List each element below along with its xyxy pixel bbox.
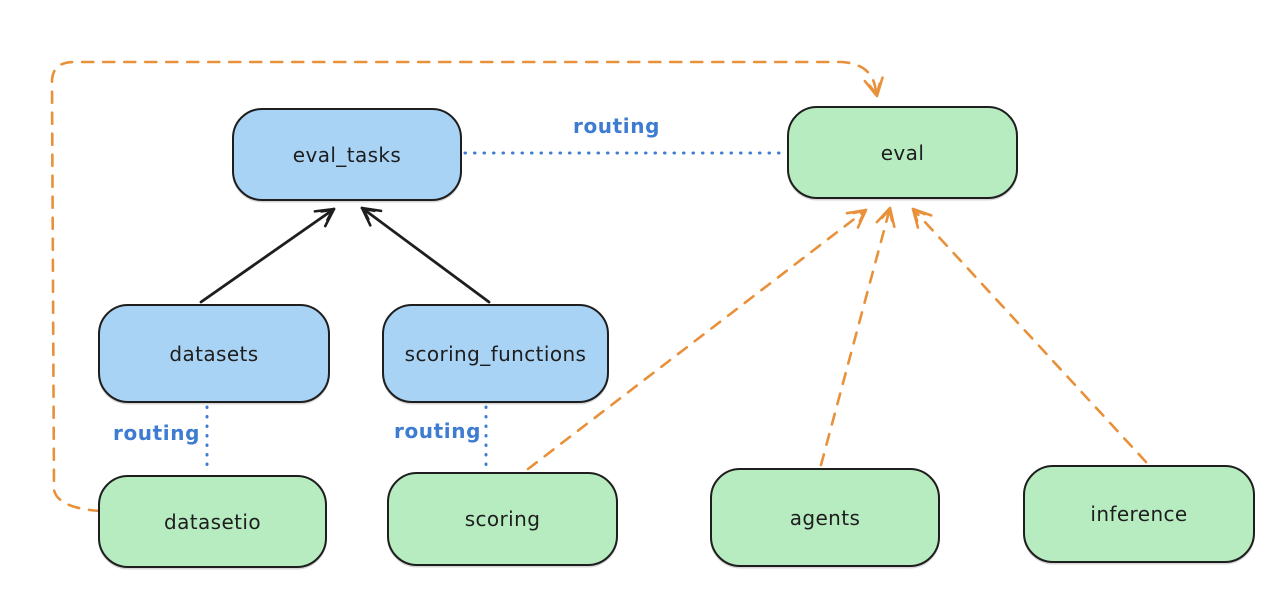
node-eval-tasks-label: eval_tasks xyxy=(292,142,402,167)
node-datasets-label: datasets xyxy=(169,341,259,366)
node-eval: eval xyxy=(787,106,1018,199)
node-datasetio-label: datasetio xyxy=(163,509,261,534)
node-datasets: datasets xyxy=(98,304,330,403)
edge-agents-to-eval xyxy=(819,206,896,467)
routing-label-scoring-functions-scoring: routing xyxy=(394,419,482,443)
edge-scoring-functions-to-eval-tasks xyxy=(360,206,491,304)
node-eval-tasks: eval_tasks xyxy=(232,108,462,201)
node-scoring-label: scoring xyxy=(464,507,541,531)
node-inference: inference xyxy=(1023,465,1255,563)
node-eval-label: eval xyxy=(880,140,925,165)
node-scoring: scoring xyxy=(387,472,618,566)
routing-label-datasets-datasetio: routing xyxy=(113,421,201,445)
edge-inference-to-eval xyxy=(911,207,1148,464)
edge-datasets-to-eval-tasks xyxy=(199,207,336,304)
routing-label-eval-tasks-eval: routing xyxy=(573,114,661,138)
node-datasetio: datasetio xyxy=(98,475,327,568)
node-scoring-functions: scoring_functions xyxy=(382,304,609,403)
node-scoring-functions-label: scoring_functions xyxy=(404,341,587,366)
edge-scoring-to-eval xyxy=(526,208,868,471)
node-agents: agents xyxy=(710,468,940,567)
node-agents-label: agents xyxy=(789,505,861,530)
edge-datasetio-to-eval xyxy=(50,60,884,513)
node-inference-label: inference xyxy=(1090,502,1188,526)
